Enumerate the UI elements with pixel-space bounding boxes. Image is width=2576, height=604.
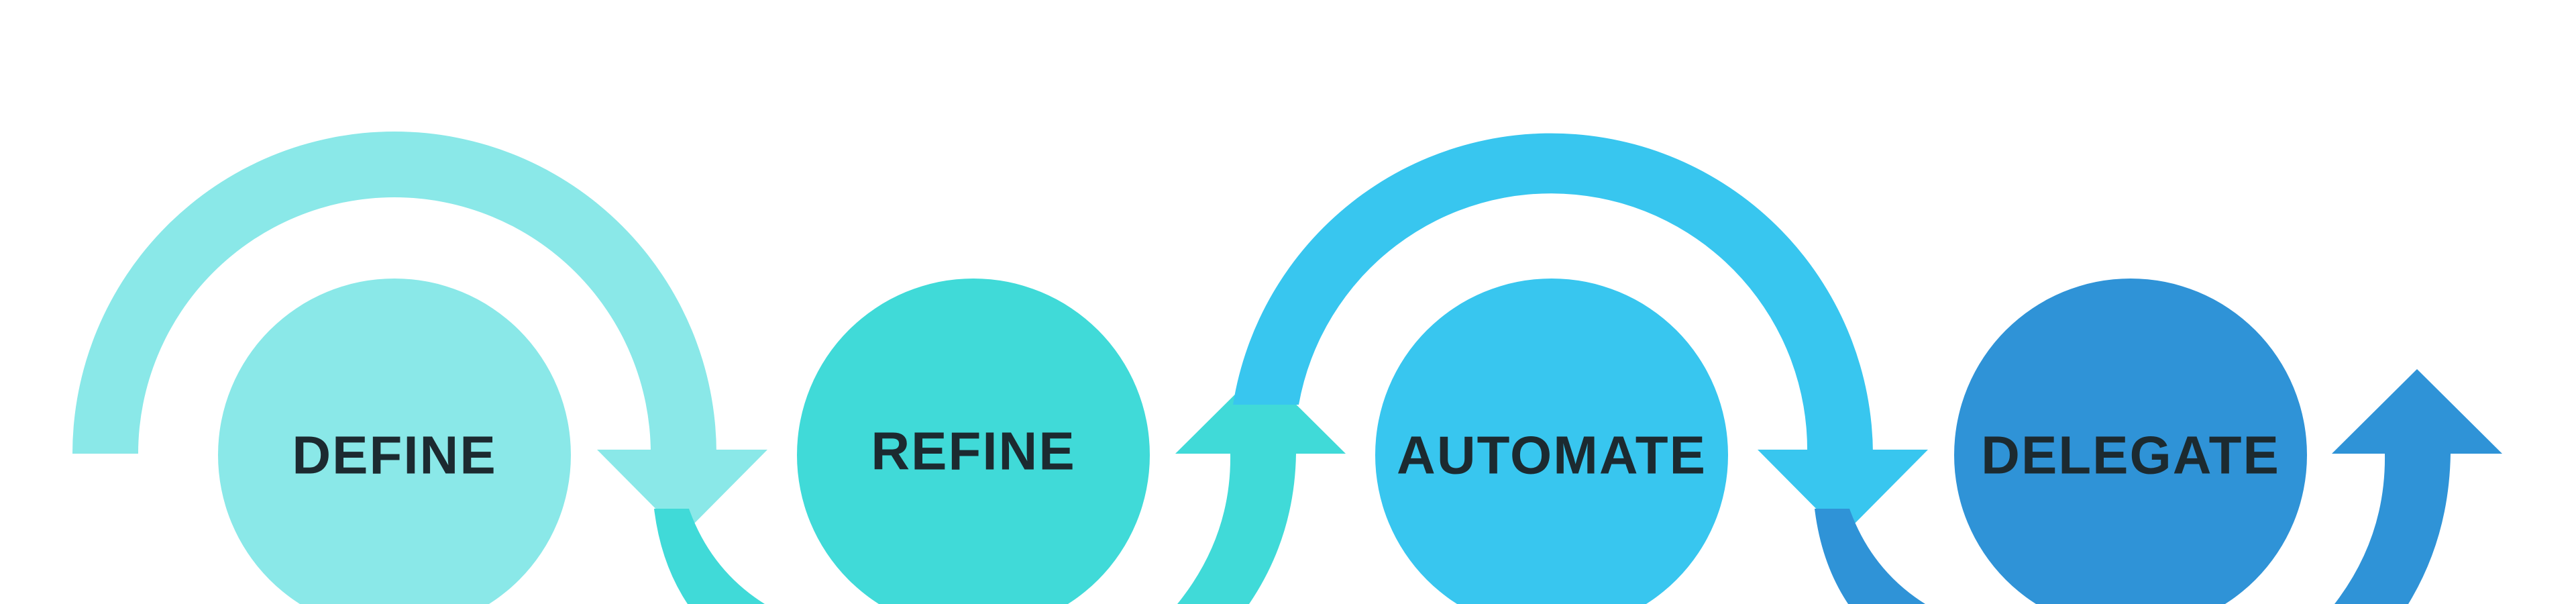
arrow-down-icon xyxy=(1758,450,1928,536)
step-circle xyxy=(218,279,571,604)
arc-refine-tail xyxy=(1177,454,1296,604)
arc-define-to-refine xyxy=(72,132,767,604)
arc-delegate-tail xyxy=(2334,454,2451,604)
step-label: REFINE xyxy=(871,421,1075,481)
arrow-up-icon xyxy=(1175,369,1346,454)
arrow-up-icon xyxy=(2332,369,2502,454)
step-label: DELEGATE xyxy=(1981,425,2280,485)
arc-automate-to-delegate xyxy=(1233,133,1928,604)
arc-refine-up xyxy=(1175,369,1346,604)
arc-delegate-up xyxy=(2332,369,2502,604)
step-circle xyxy=(797,279,1150,604)
arrow-down-icon xyxy=(597,450,767,536)
step-label: AUTOMATE xyxy=(1397,425,1707,485)
arc-define-top xyxy=(72,132,716,454)
arc-automate-top xyxy=(1233,133,1873,454)
arc-automate-tail xyxy=(1815,509,1925,604)
arc-define-tail xyxy=(654,509,765,604)
step-define: DEFINE xyxy=(218,279,571,604)
step-circle xyxy=(1954,279,2307,604)
step-delegate: DELEGATE xyxy=(1954,279,2307,604)
step-label: DEFINE xyxy=(292,425,496,485)
step-automate: AUTOMATE xyxy=(1375,279,1728,604)
step-refine: REFINE xyxy=(797,279,1150,604)
step-circle xyxy=(1375,279,1728,604)
